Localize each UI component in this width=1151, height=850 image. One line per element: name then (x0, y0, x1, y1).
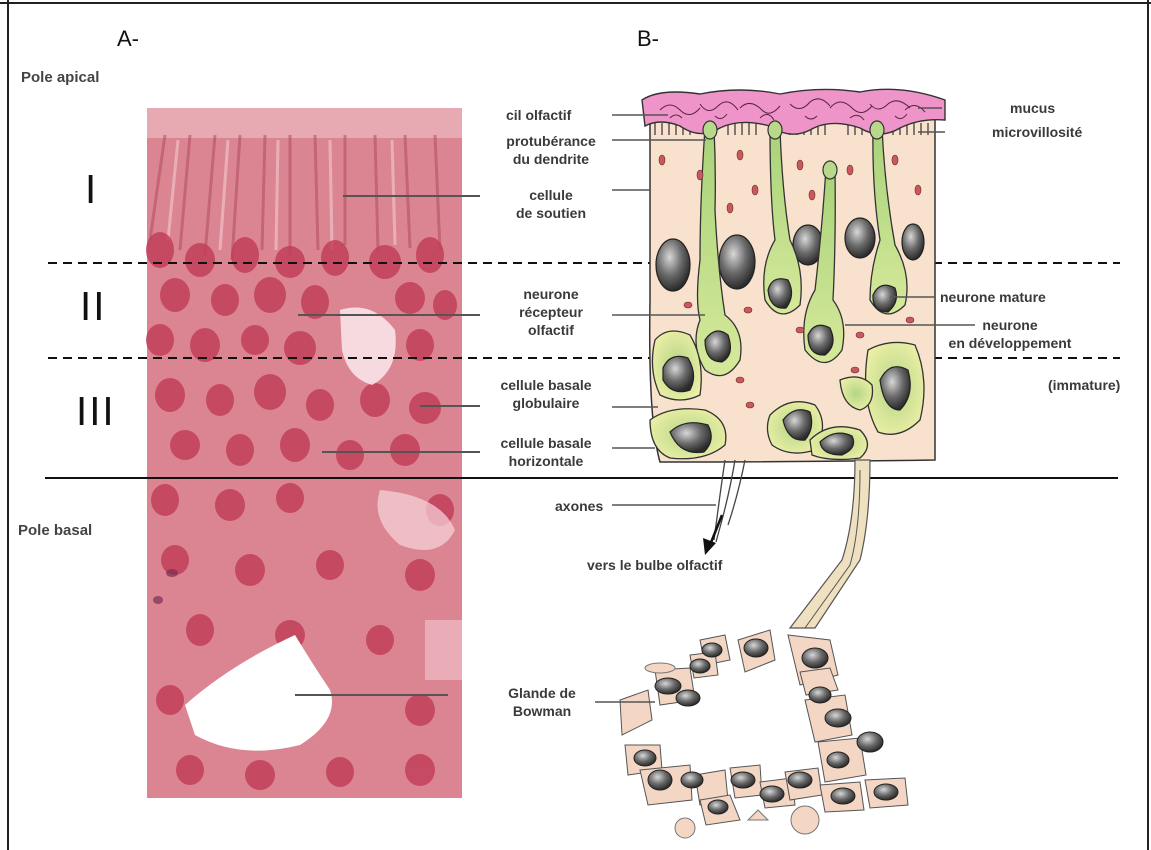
label-developpement-line2: en développement (930, 334, 1090, 352)
zone-ii-label: II (80, 285, 106, 329)
pole-apical-label: Pole apical (21, 69, 99, 86)
panel-b-label: B- (637, 26, 659, 52)
label-protuberance: protubérance du dendrite (492, 132, 610, 168)
label-soutien-line2: de soutien (492, 204, 610, 222)
label-globulaire-line2: globulaire (482, 394, 610, 412)
label-cil-olfactif: cil olfactif (506, 106, 571, 124)
label-axones: axones (555, 497, 603, 515)
label-glande-line2: Bowman (492, 702, 592, 720)
label-protuberance-line2: du dendrite (492, 150, 610, 168)
label-glande-bowman: Glande de Bowman (492, 684, 592, 720)
label-soutien-line1: cellule (492, 186, 610, 204)
label-horizontale-line1: cellule basale (482, 434, 610, 452)
label-neurone-mature: neurone mature (940, 288, 1046, 306)
epithelium-schematic (620, 89, 945, 838)
label-protuberance-line1: protubérance (492, 132, 610, 150)
pole-basal-label: Pole basal (18, 522, 92, 539)
label-recepteur-line3: olfactif (492, 321, 610, 339)
label-recepteur-line2: récepteur (492, 303, 610, 321)
label-recepteur-line1: neurone (492, 285, 610, 303)
label-neurone-recepteur: neurone récepteur olfactif (492, 285, 610, 339)
label-glande-line1: Glande de (492, 684, 592, 702)
label-microvillosite: microvillosité (992, 123, 1082, 141)
panel-a-label: A- (117, 26, 139, 52)
label-cellule-soutien: cellule de soutien (492, 186, 610, 222)
zone-iii-label: III (76, 390, 116, 434)
label-mucus: mucus (1010, 99, 1055, 117)
label-globulaire-line1: cellule basale (482, 376, 610, 394)
label-neurone-developpement: neurone en développement (930, 316, 1090, 352)
zone-i-label: I (85, 168, 98, 212)
label-developpement-line1: neurone (930, 316, 1090, 334)
label-vers-bulbe: vers le bulbe olfactif (587, 556, 722, 574)
label-immature: (immature) (1048, 376, 1120, 394)
label-basale-globulaire: cellule basale globulaire (482, 376, 610, 412)
label-basale-horizontale: cellule basale horizontale (482, 434, 610, 470)
label-horizontale-line2: horizontale (482, 452, 610, 470)
